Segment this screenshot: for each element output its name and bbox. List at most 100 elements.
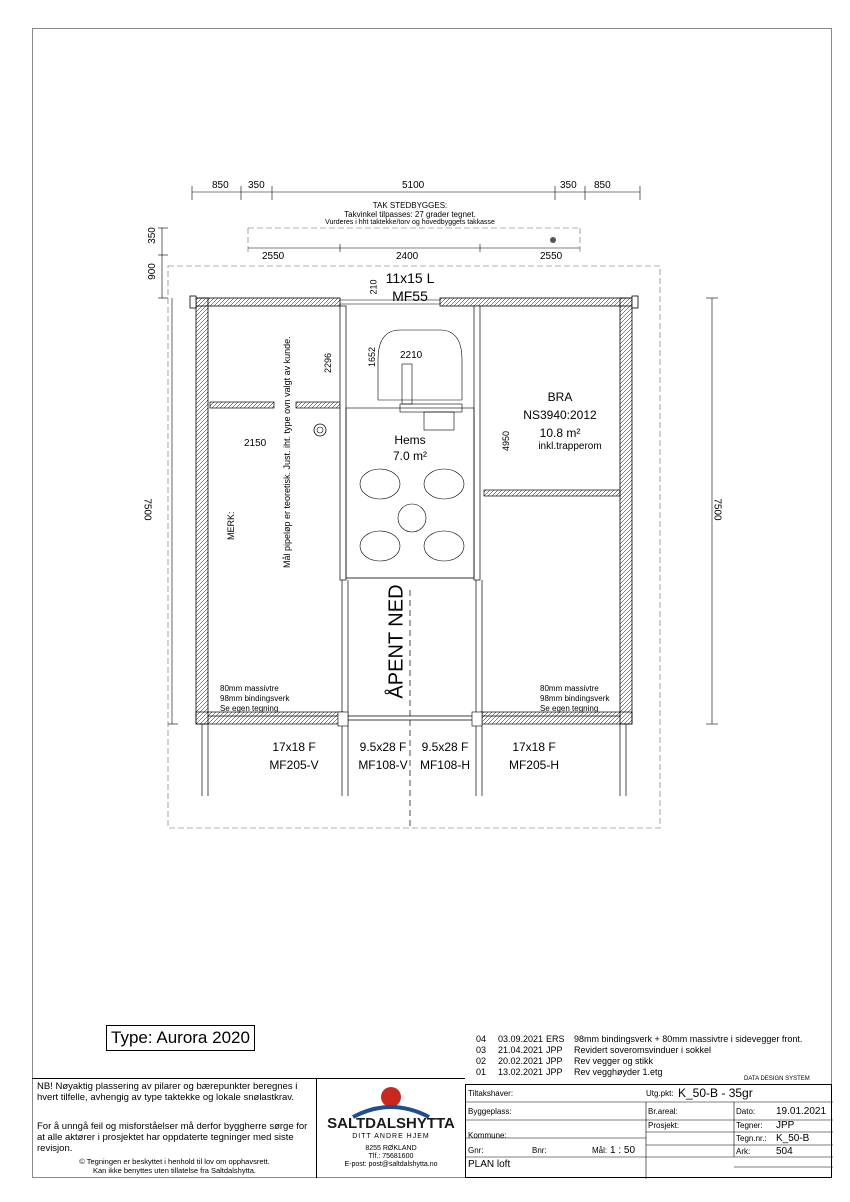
revision-no: 01 [476,1067,487,1077]
exterior-walls [189,295,639,725]
window-3-code: MF108-H [419,758,470,772]
window-4-size: 17x18 F [512,740,556,754]
roof-note-title: TAK STEDBYGGES: [372,201,448,210]
company-name: SALTDALSHYTTA [327,1115,455,1132]
revision-no: 03 [476,1045,487,1055]
utg-label: Utg.pkt: [646,1089,674,1098]
bra-label: BRA [547,390,573,404]
posts [201,580,627,830]
wall-note-left-3: Se egen tegning [220,704,279,713]
company-address: 8255 RØKLAND [365,1145,417,1152]
dim-4950: 4950 [501,430,512,452]
copyright-note-2: Kan ikke benyttes uten tillatelse fra Sa… [92,1166,256,1175]
dim-top-350-right: 350 [560,180,577,191]
dim-top-850-left: 850 [212,180,229,191]
bra-area: 10.8 m² [539,426,581,440]
revision-date: 03.09.2021 [498,1034,544,1044]
maal-label: Mål: [592,1146,608,1155]
hems-label: Hems [394,433,426,447]
window-3-size: 9.5x28 F [421,740,469,754]
title-block: Tiltakshaver: Utg.pkt: K_50-B - 35gr Byg… [465,1084,833,1179]
dim-2210: 2210 [400,350,423,361]
ark-value: 504 [776,1146,793,1157]
dim-210: 210 [368,279,379,295]
top-window-symbol [340,299,440,305]
tegn-nr-label: Tegn.nr.: [736,1134,767,1143]
notes-box: NB! Nøyaktig plassering av pilarer og bæ… [32,1078,317,1178]
tegner-label: Tegner: [736,1121,763,1130]
gnr-label: Gnr: [468,1146,484,1155]
dim-left-7500: 7500 [141,498,153,521]
merk-text: Mål pipeløp er teoretisk. Just. iht. typ… [282,336,292,568]
drawing-sheet-border [32,28,832,1178]
hems-area-value: 7.0 m² [392,449,427,463]
dim-2400: 2400 [396,251,419,262]
company-phone: Tlf.: 75681600 [368,1153,414,1160]
window-1-size: 17x18 F [272,740,316,754]
top-window-size: 11x15 L [385,270,435,286]
window-2-code: MF108-V [358,758,408,772]
apent-ned-label: ÅPENT NED [385,584,408,699]
br-areal-label: Br.areal: [648,1107,678,1116]
dim-top-850-right: 850 [594,180,611,191]
second-dimension-chain [248,244,580,252]
wall-note-right-1: 80mm massivtre [540,684,599,693]
tiltakshaver-label: Tiltakshaver: [468,1089,514,1098]
company-block: SALTDALSHYTTA DITT ANDRE HJEM 8255 RØKLA… [317,1078,465,1178]
roof-note-line2: Vurderes i hht taktekke/torv og hovedbyg… [325,219,495,226]
roof-note-line1: Takvinkel tilpasses: 27 grader tegnet. [344,210,476,219]
revision-no: 02 [476,1056,487,1066]
roof-marker-icon [550,237,556,243]
revision-text: Rev vegger og stikk [574,1056,654,1066]
revision-by: JPP [546,1067,563,1077]
window-1-code: MF205-V [269,758,319,772]
byggeplass-label: Byggeplass: [468,1107,512,1116]
bra-note: inkl.trapperom [538,441,602,452]
merk-title: MERK: [226,511,236,540]
revision-text: Revidert soveromsvinduer i sokkel [574,1045,712,1055]
wall-note-left-1: 80mm massivtre [220,684,279,693]
dim-2296: 2296 [323,352,334,374]
dim-1652: 1652 [367,346,378,368]
wall-note-right-3: Se egen tegning [540,704,599,713]
ark-label: Ark: [736,1147,751,1156]
tegner-value: JPP [776,1120,795,1131]
company-email: E-post: post@saltdalshytta.no [344,1161,438,1168]
front-window-frames [337,711,483,727]
revision-date: 20.02.2021 [498,1056,544,1066]
dim-2550-right: 2550 [540,251,563,262]
type-label: Type: Aurora 2020 [106,1025,255,1051]
window-4-code: MF205-H [508,758,559,772]
dim-top-350-left: 350 [248,180,265,191]
bra-standard: NS3940:2012 [523,408,597,422]
dim-right-7500: 7500 [711,498,723,521]
tegn-nr-value: K_50-B [776,1133,810,1144]
dim-top-5100: 5100 [402,180,425,191]
software-label: DATA DESIGN SYSTEM [744,1076,810,1082]
title-block-grid [466,1101,833,1179]
revision-date: 13.02.2021 [498,1067,544,1077]
revision-by: JPP [546,1045,563,1055]
copyright-note: © Tegningen er beskyttet i henhold til l… [79,1157,270,1166]
revision-text: 98mm bindingsverk + 80mm massivtre i sid… [574,1034,803,1044]
nb-note: NB! Nøyaktig plassering av pilarer og bæ… [37,1081,298,1103]
dato-value: 19.01.2021 [776,1106,827,1117]
hems-area [345,329,475,579]
top-window-code: MF55 [392,288,428,304]
revision-no: 04 [476,1034,487,1044]
dato-label: Dato: [736,1107,756,1116]
bnr-label: Bnr: [532,1146,547,1155]
caution-note: For å unngå feil og misforståelser må de… [37,1121,308,1154]
dim-left-900: 900 [146,263,158,280]
wall-note-left-2: 98mm bindingsverk [220,694,290,703]
dim-2150: 2150 [244,438,267,449]
front-wall [195,711,633,725]
right-dimension-chain [706,297,718,725]
window-2-size: 9.5x28 F [359,740,407,754]
revision-by: JPP [546,1056,563,1066]
revision-date: 21.04.2021 [498,1045,544,1055]
company-slogan: DITT ANDRE HJEM [352,1133,430,1140]
prosjekt-label: Prosjekt: [648,1121,680,1130]
maal-value: 1 : 50 [610,1145,636,1156]
